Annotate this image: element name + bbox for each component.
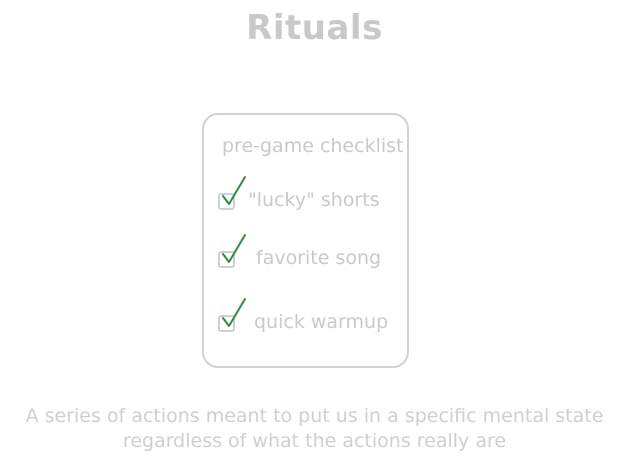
checkmark-icon [222,298,246,327]
checklist-heading: pre-game checklist [222,135,404,157]
checkmark-icon [222,234,246,263]
checklist-item-label: favorite song [256,247,382,269]
checklist-card: pre-game checklist "lucky" shorts favori… [202,113,409,368]
page-title: Rituals [246,8,383,48]
caption: A series of actions meant to put us in a… [0,404,629,454]
caption-line: regardless of what the actions really ar… [122,430,507,452]
checkbox-icon[interactable] [218,193,235,210]
checkmark-icon [222,176,246,205]
checklist-item-label: quick warmup [254,311,389,333]
checkbox-icon[interactable] [218,315,235,332]
checkbox-icon[interactable] [218,251,235,268]
caption-line: A series of actions meant to put us in a… [25,405,604,427]
checklist-item-label: "lucky" shorts [248,189,380,211]
